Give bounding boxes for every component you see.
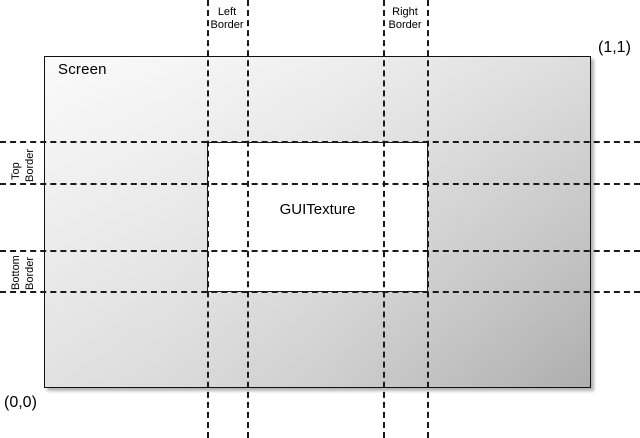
- guitexture-rectangle: [207, 142, 428, 292]
- guide-line-horizontal-bottom-outer: [0, 291, 640, 293]
- guide-line-horizontal-top-inner: [0, 183, 640, 185]
- right-border-label: Right Border: [378, 6, 432, 32]
- coordinate-top-right: (1,1): [598, 39, 631, 56]
- left-border-label-line1: Left: [217, 6, 237, 18]
- top-border-label-line2: Border: [24, 148, 36, 182]
- top-border-label-line1: Top: [10, 162, 22, 180]
- guide-line-vertical-left-outer: [207, 0, 209, 438]
- guide-line-vertical-left-inner: [247, 0, 249, 438]
- coordinate-bottom-left: (0,0): [4, 394, 37, 411]
- left-border-label-line2: Border: [210, 19, 244, 31]
- screen-label: Screen: [58, 61, 107, 78]
- guide-line-vertical-right-inner: [383, 0, 385, 438]
- right-border-label-line1: Right: [392, 6, 418, 18]
- guide-line-horizontal-bottom-inner: [0, 250, 640, 252]
- guitexture-label: GUITexture: [279, 201, 356, 218]
- guide-line-vertical-right-outer: [427, 0, 429, 438]
- bottom-border-label-line1: Bottom: [10, 255, 22, 290]
- guide-line-horizontal-top-outer: [0, 141, 640, 143]
- left-border-label: Left Border: [200, 6, 254, 32]
- bottom-border-label-line2: Border: [24, 256, 36, 290]
- right-border-label-line2: Border: [388, 19, 422, 31]
